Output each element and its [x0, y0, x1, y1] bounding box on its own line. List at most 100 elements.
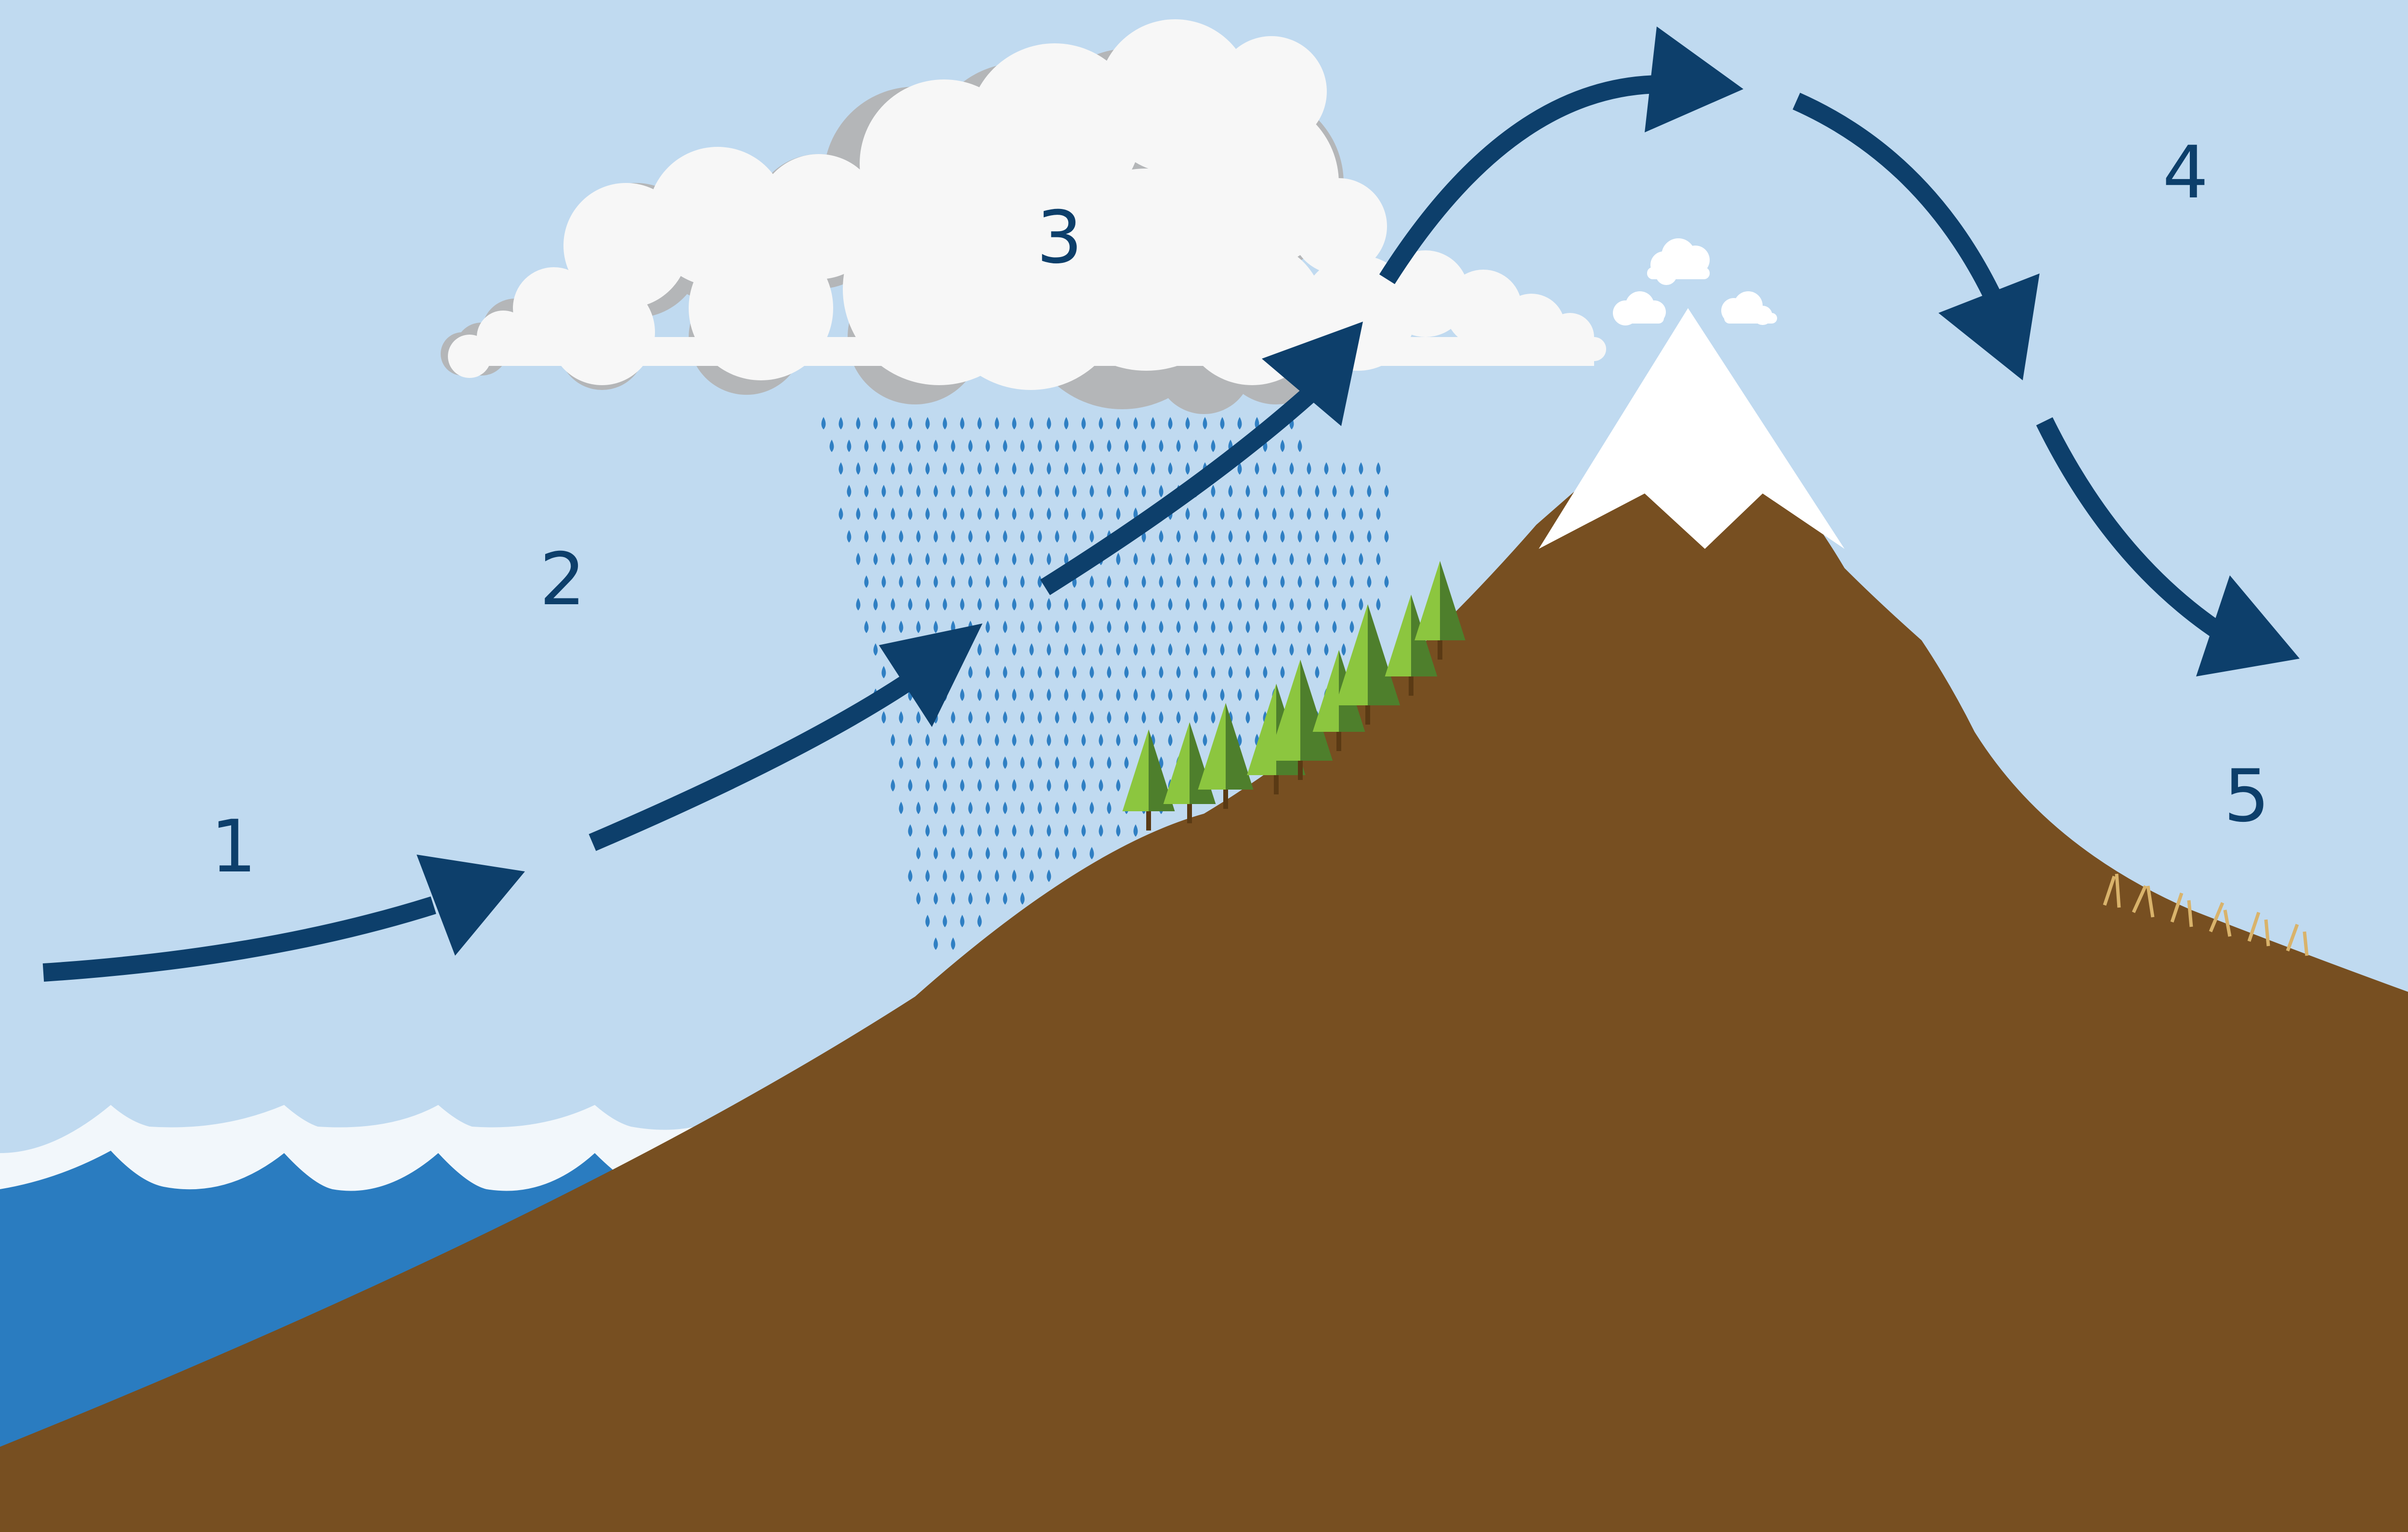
- rain-drop: [1047, 643, 1051, 656]
- rain-drops: [821, 417, 1389, 950]
- rain-drop: [1332, 575, 1337, 588]
- rain-drop: [1029, 417, 1034, 429]
- tree-trunk: [1298, 761, 1303, 780]
- rain-drop: [1193, 440, 1198, 452]
- rain-drop: [1245, 621, 1250, 633]
- rain-drop: [1089, 440, 1094, 452]
- rain-drop: [1384, 530, 1389, 543]
- rain-drop: [1029, 688, 1034, 701]
- rain-drop: [821, 417, 826, 429]
- rain-drop: [1133, 553, 1138, 565]
- rain-drop: [951, 892, 955, 905]
- snow-cap: [1539, 308, 1845, 549]
- rain-drop: [1220, 553, 1225, 565]
- rain-drop: [1151, 643, 1155, 656]
- rain-drop: [838, 417, 843, 429]
- rain-drop: [1089, 485, 1094, 497]
- rain-drop: [925, 734, 930, 746]
- rain-drop: [977, 643, 982, 656]
- rain-drop: [847, 485, 851, 497]
- rain-drop: [1116, 824, 1121, 837]
- rain-drop: [1168, 417, 1173, 429]
- rain-drop: [1193, 711, 1198, 724]
- arrow-5: [1793, 92, 2002, 303]
- rain-drop: [1107, 485, 1112, 497]
- rain-drop: [1159, 485, 1164, 497]
- rain-drop: [960, 824, 965, 837]
- rain-drop: [1211, 530, 1216, 543]
- rain-drop: [995, 779, 999, 792]
- rain-drop: [925, 779, 930, 792]
- rain-drop: [995, 553, 999, 565]
- rain-drop: [881, 530, 886, 543]
- rain-drop: [864, 485, 869, 497]
- rain-drop: [942, 824, 947, 837]
- rain-drop: [1020, 440, 1025, 452]
- rain-drop: [908, 824, 913, 837]
- rain-drop: [942, 598, 947, 610]
- rain-drop: [1081, 462, 1086, 475]
- rain-drop: [1315, 666, 1320, 678]
- rain-drop: [985, 485, 990, 497]
- rain-drop: [951, 485, 955, 497]
- rain-drop: [899, 575, 903, 588]
- rain-drop: [1029, 598, 1034, 610]
- rain-drop: [1012, 417, 1017, 429]
- rain-drop: [1245, 711, 1250, 724]
- rain-drop: [1376, 462, 1381, 475]
- rain-drop: [1089, 666, 1094, 678]
- rain-drop: [899, 711, 903, 724]
- rain-drop: [1315, 485, 1320, 497]
- rain-drop: [1072, 440, 1077, 452]
- rain-drop: [1037, 802, 1042, 814]
- rain-drop: [1315, 530, 1320, 543]
- rain-drop: [960, 462, 965, 475]
- airflow-arrows: [42, 75, 2230, 982]
- rain-drop: [1220, 643, 1225, 656]
- forest: [1122, 561, 1466, 831]
- rain-drop: [1047, 553, 1051, 565]
- rain-drop: [995, 417, 999, 429]
- tree-foliage-light: [1198, 703, 1226, 790]
- rain-drop: [1263, 530, 1268, 543]
- rain-drop: [856, 598, 861, 610]
- rain-drop: [1064, 779, 1069, 792]
- rain-drop: [1064, 462, 1069, 475]
- rain-drop: [916, 847, 921, 859]
- rain-drop: [1089, 711, 1094, 724]
- rain-drop: [968, 847, 973, 859]
- storm-cloud-puffs: [448, 19, 1606, 390]
- rain-drop: [1107, 440, 1112, 452]
- rain-drop: [995, 824, 999, 837]
- rain-drop: [1012, 734, 1017, 746]
- tree-foliage-dark: [1226, 703, 1254, 790]
- step-label-1: 1: [210, 805, 256, 889]
- rain-drop: [951, 847, 955, 859]
- rain-drop: [1272, 553, 1277, 565]
- rain-drop: [1099, 688, 1103, 701]
- rain-drop: [960, 734, 965, 746]
- rain-drop: [1349, 485, 1354, 497]
- rain-drop: [1359, 553, 1363, 565]
- rain-drop: [1047, 779, 1051, 792]
- rain-drop: [1037, 530, 1042, 543]
- rain-drop: [985, 621, 990, 633]
- rain-drop: [1168, 643, 1173, 656]
- rain-drop: [985, 575, 990, 588]
- rain-drop: [916, 711, 921, 724]
- rain-drop: [1037, 711, 1042, 724]
- rain-drop: [1228, 621, 1233, 633]
- rain-drop: [1116, 643, 1121, 656]
- rain-drop: [1012, 462, 1017, 475]
- rain-drop: [899, 530, 903, 543]
- rain-drop: [977, 779, 982, 792]
- rain-drop: [1099, 507, 1103, 520]
- rain-drop: [1099, 824, 1103, 837]
- rain-drop: [995, 870, 999, 882]
- rain-drop: [1211, 621, 1216, 633]
- rain-drop: [1107, 666, 1112, 678]
- rain-drop: [1141, 440, 1146, 452]
- rain-drop: [1020, 756, 1025, 769]
- tree-foliage-dark: [1300, 660, 1333, 761]
- rain-drop: [1255, 643, 1259, 656]
